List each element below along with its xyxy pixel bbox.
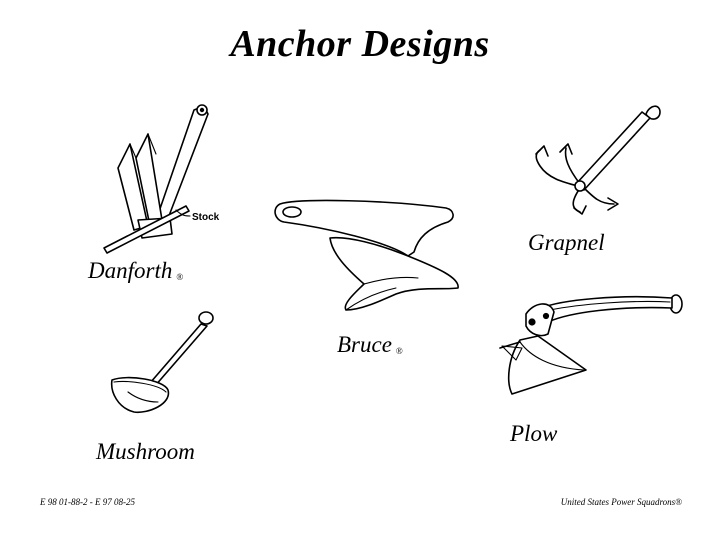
mushroom-anchor-illustration <box>110 311 214 414</box>
bruce-registered-mark: ® <box>395 346 403 356</box>
danforth-registered-mark: ® <box>176 272 184 282</box>
mushroom-label: Mushroom <box>96 439 195 464</box>
plow-anchor-illustration <box>499 294 683 395</box>
danforth-label: Danforth® <box>88 258 183 284</box>
plow-label: Plow <box>510 421 558 446</box>
footer-course-code: E 98 01-88-2 - E 97 08-25 <box>40 497 135 507</box>
slide-title: Anchor Designs <box>230 23 490 65</box>
footer-organization: United States Power Squadrons® <box>560 497 682 507</box>
grapnel-anchor-illustration <box>535 105 661 215</box>
stock-callout: Stock <box>192 212 220 223</box>
bruce-label: Bruce® <box>337 332 403 358</box>
bruce-label-text: Bruce <box>337 332 392 357</box>
bruce-anchor-illustration <box>274 199 459 311</box>
danforth-anchor-illustration: Stock <box>103 104 220 254</box>
danforth-label-text: Danforth <box>88 258 173 283</box>
grapnel-label: Grapnel <box>528 230 605 255</box>
